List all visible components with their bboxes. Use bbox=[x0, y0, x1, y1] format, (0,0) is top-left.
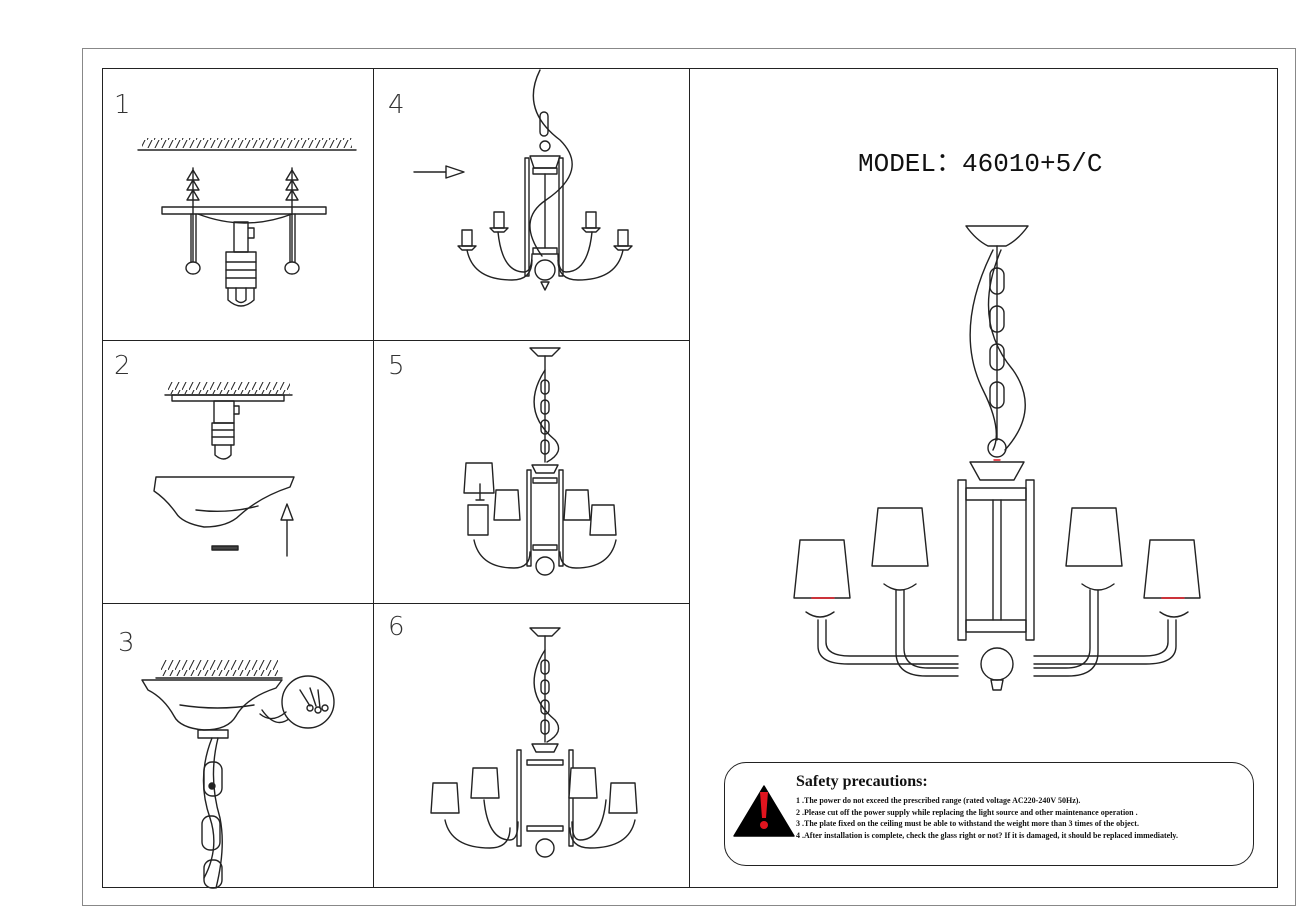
step-number-3: 3 bbox=[118, 628, 135, 658]
step-number-6: 6 bbox=[388, 612, 405, 642]
step4-chandelier-drawing bbox=[413, 69, 633, 291]
step6-finished-chandelier-drawing bbox=[430, 627, 638, 858]
step1-mounting-plate-drawing bbox=[137, 138, 357, 307]
step3-wiring-drawing bbox=[141, 660, 335, 889]
step5-chandelier-with-shades-drawing bbox=[463, 347, 617, 576]
step2-canopy-drawing bbox=[153, 382, 295, 557]
sheet-border bbox=[82, 48, 1296, 906]
safety-item-3: 3 .The plate fixed on the ceiling must b… bbox=[796, 819, 1139, 828]
model-chandelier-drawing bbox=[793, 225, 1201, 691]
warning-triangle-icon bbox=[733, 785, 795, 837]
model-label: MODEL： bbox=[858, 149, 963, 179]
step-number-2: 2 bbox=[114, 351, 131, 381]
safety-item-1: 1 .The power do not exceed the prescribe… bbox=[796, 796, 1081, 805]
safety-item-4: 4 .After installation is complete, check… bbox=[796, 830, 1178, 840]
safety-title: Safety precautions: bbox=[796, 773, 928, 790]
step-number-5: 5 bbox=[388, 351, 405, 381]
step-number-1: 1 bbox=[114, 90, 131, 120]
grid-divider-h1 bbox=[102, 340, 690, 341]
grid-divider-h2 bbox=[102, 603, 690, 604]
grid-divider-v2 bbox=[689, 68, 690, 888]
anchor-screw-left bbox=[185, 167, 201, 275]
grid-divider-v1 bbox=[373, 68, 374, 888]
anchor-screw-right bbox=[284, 167, 300, 275]
safety-precautions-box bbox=[724, 762, 1254, 866]
safety-item-2: 2 .Please cut off the power supply while… bbox=[796, 807, 1138, 817]
model-number: 46010+5/C bbox=[962, 149, 1103, 179]
safety-list: 1 .The power do not exceed the prescribe… bbox=[796, 795, 1251, 841]
step-number-4: 4 bbox=[388, 90, 405, 120]
drawing-frame bbox=[102, 68, 1278, 888]
model-heading: MODEL：46010+5/C bbox=[858, 142, 1102, 179]
